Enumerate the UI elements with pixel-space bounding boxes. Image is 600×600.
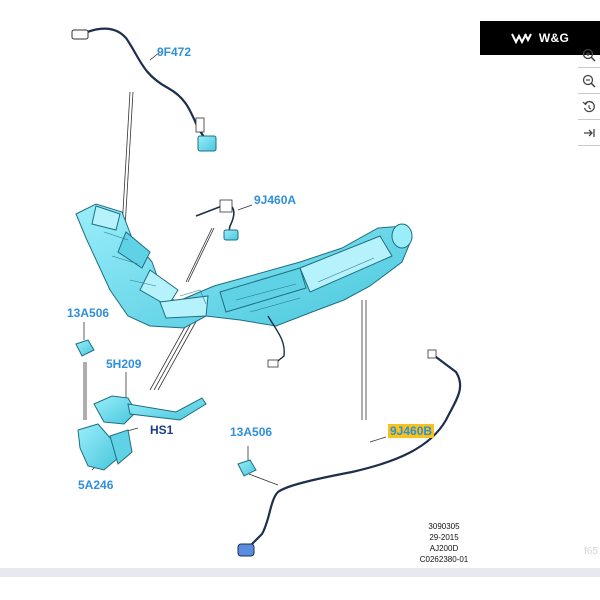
parts-diagram (71, 27, 462, 557)
brand-button[interactable]: W&G (480, 21, 600, 55)
zoom-in-button[interactable] (578, 42, 600, 68)
callout-13a506-left[interactable]: 13A506 (67, 306, 110, 320)
brand-name: W&G (538, 31, 570, 45)
reset-view-icon (582, 100, 595, 112)
zoom-out-button[interactable] (578, 68, 600, 94)
stamp-line-3: AJ200D (429, 544, 459, 553)
callout-hs1[interactable]: HS1 (150, 423, 174, 437)
shield-5a246 (77, 423, 133, 471)
callout-9j460a[interactable]: 9J460A (254, 193, 297, 207)
clip-13a506-right (237, 459, 257, 477)
stamp-line-4: C0262380-01 (419, 555, 469, 564)
reset-view-button[interactable] (578, 94, 600, 120)
clip-13a506-left (75, 339, 95, 357)
viewer-toolbar (578, 42, 600, 146)
harness-clip-line (267, 315, 285, 365)
fit-to-screen-button[interactable] (578, 120, 600, 146)
zoom-in-icon (582, 48, 596, 62)
drawing-stamp: 3090305 29-2015 AJ200D C0262380-01 (412, 521, 476, 565)
sensor-9j460a (195, 199, 239, 241)
callout-5a246[interactable]: 5A246 (78, 478, 114, 492)
zoom-out-icon (582, 74, 596, 88)
callout-13a506-right[interactable]: 13A506 (230, 425, 273, 439)
stamp-line-1: 3090305 (428, 522, 460, 531)
brand-logo-icon (510, 33, 532, 44)
exhaust-detail-lines (103, 231, 375, 313)
callout-9j460b-highlighted[interactable]: 9J460B (388, 424, 435, 438)
diagram-viewer[interactable]: 9F472 9J460A 13A506 5H209 HS1 13A506 9J4… (0, 0, 600, 568)
watermark-text: f65 (584, 546, 598, 557)
bracket-5h209 (93, 395, 207, 425)
bottom-strip (0, 568, 600, 577)
fit-to-screen-icon (584, 128, 595, 137)
stamp-line-2: 29-2015 (429, 533, 459, 542)
callout-5h209[interactable]: 5H209 (106, 357, 142, 371)
bottom-margin (0, 577, 600, 600)
sensor-9f472 (71, 27, 217, 152)
sensor-9j460b (237, 349, 462, 557)
exhaust-assembly (75, 203, 413, 329)
clip-connector (267, 359, 279, 368)
callout-9f472[interactable]: 9F472 (157, 45, 192, 59)
